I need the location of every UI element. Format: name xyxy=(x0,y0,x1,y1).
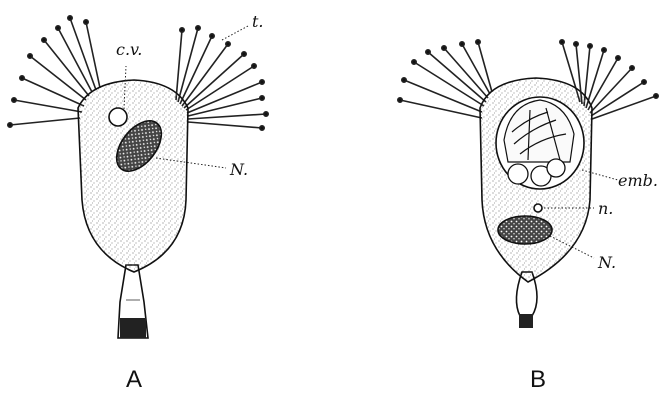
caption-b: B xyxy=(530,366,546,393)
caption-a: A xyxy=(126,366,142,393)
label-nucleus-b: N. xyxy=(597,253,616,272)
label-micronucleus: n. xyxy=(598,199,613,218)
panel-b: emb. n. N. B xyxy=(398,40,658,393)
label-embryo: emb. xyxy=(618,171,658,190)
label-nucleus-a: N. xyxy=(229,160,248,179)
label-contractile-vacuole: c.v. xyxy=(116,40,142,59)
contractile-vacuole-a xyxy=(109,108,127,126)
cell-body-a xyxy=(78,80,188,272)
panel-a: t. c.v. N. A xyxy=(8,12,268,393)
nucleus-b xyxy=(498,216,552,244)
micronucleus xyxy=(534,204,542,212)
label-tentacles: t. xyxy=(252,12,264,31)
embryo xyxy=(496,97,584,189)
